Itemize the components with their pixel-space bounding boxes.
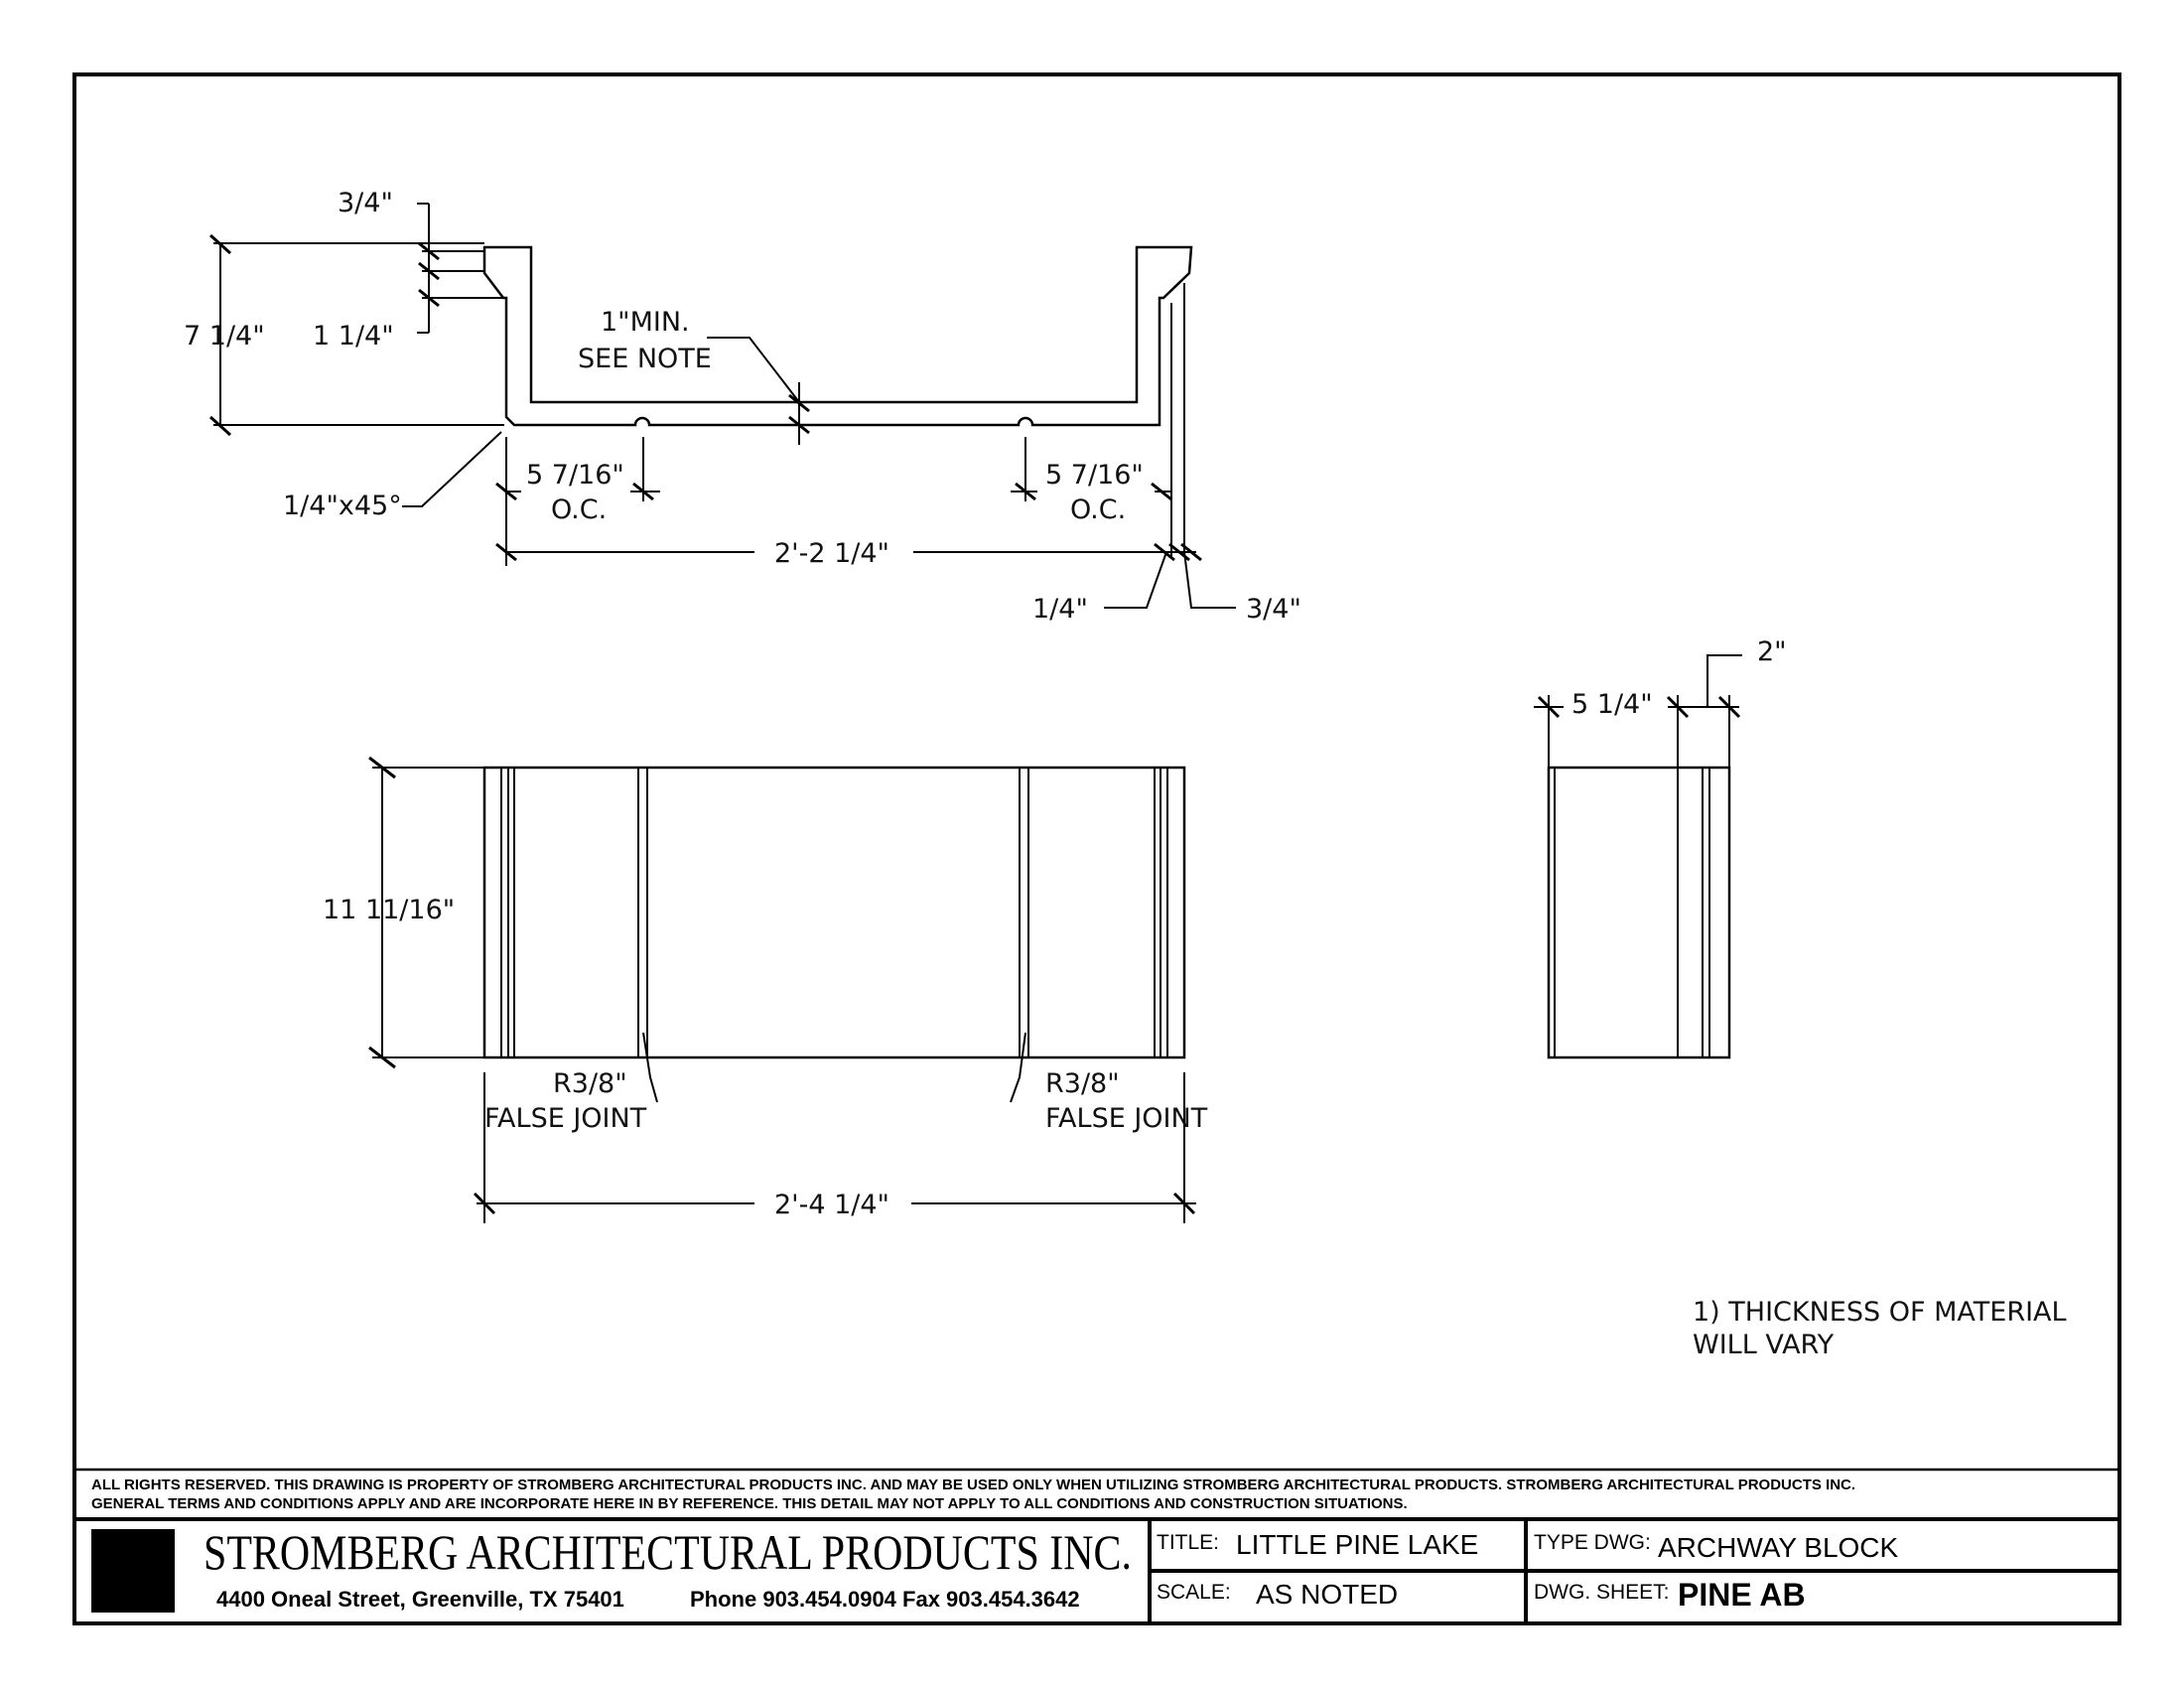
joint-right-label: FALSE JOINT — [1045, 1103, 1208, 1134]
notes: 1) THICKNESS OF MATERIAL WILL VARY — [1693, 1297, 2067, 1360]
dim-plan-length: 2'-4 1/4" — [774, 1190, 889, 1220]
note-line1: 1) THICKNESS OF MATERIAL — [1693, 1297, 2067, 1328]
plan-outline — [482, 766, 1186, 1059]
section-view: 3/4" 7 1/4" 1 1/4" 1"MIN. SEE NOTE 1/4"x… — [184, 188, 1301, 625]
dim-flange-top: 3/4" — [338, 188, 393, 218]
joint-left-label: FALSE JOINT — [484, 1103, 647, 1134]
dim-overall-width: 2'-2 1/4" — [774, 538, 889, 569]
sheet-label: DWG. SHEET: — [1534, 1581, 1670, 1604]
title-value: LITTLE PINE LAKE — [1236, 1529, 1478, 1560]
dim-plan-height: 11 11/16" — [323, 895, 455, 925]
legal-line1: ALL RIGHTS RESERVED. THIS DRAWING IS PRO… — [91, 1477, 1855, 1493]
company-name: STROMBERG ARCHITECTURAL PRODUCTS INC. — [204, 1524, 1132, 1580]
note-line2: WILL VARY — [1693, 1330, 1835, 1360]
dim-oc-left-label: O.C. — [551, 494, 607, 525]
joint-right-radius: R3/8" — [1045, 1068, 1120, 1099]
sheet-border — [72, 72, 2121, 1625]
dim-oc-right-label: O.C. — [1070, 494, 1126, 525]
scale-label: SCALE: — [1157, 1581, 1231, 1604]
end-view: 5 1/4" 2" — [1534, 636, 1787, 1059]
company-contact: Phone 903.454.0904 Fax 903.454.3642 — [690, 1587, 1080, 1612]
dim-end-depth: 5 1/4" — [1571, 689, 1653, 720]
joint-left-radius: R3/8" — [553, 1068, 627, 1099]
legal-line2: GENERAL TERMS AND CONDITIONS APPLY AND A… — [91, 1495, 1408, 1512]
company-logo-block — [91, 1529, 175, 1613]
dim-oc-right-value: 5 7/16" — [1045, 460, 1144, 491]
title-block: ALL RIGHTS RESERVED. THIS DRAWING IS PRO… — [74, 1468, 2119, 1623]
dim-small-right: 3/4" — [1246, 594, 1301, 625]
type-label: TYPE DWG: — [1534, 1531, 1651, 1554]
end-outline — [1547, 766, 1731, 1059]
dim-oc-left-value: 5 7/16" — [526, 460, 624, 491]
note-min-line1: 1"MIN. — [601, 307, 690, 338]
note-min-line2: SEE NOTE — [578, 344, 712, 374]
dim-chamfer: 1/4"x45° — [283, 491, 402, 521]
dim-flange-depth: 1 1/4" — [313, 321, 394, 352]
sheet-value: PINE AB — [1678, 1577, 1806, 1613]
type-value: ARCHWAY BLOCK — [1658, 1532, 1899, 1563]
section-profile — [482, 245, 1193, 427]
dim-overall-height: 7 1/4" — [184, 321, 265, 352]
plan-view: 11 11/16" R3/8" FALSE JOINT R3/8" FALSE … — [323, 756, 1208, 1223]
dim-end-lip: 2" — [1757, 636, 1787, 667]
title-label: TITLE: — [1157, 1531, 1219, 1554]
scale-value: AS NOTED — [1256, 1579, 1398, 1610]
dim-small-left: 1/4" — [1032, 594, 1088, 625]
company-address: 4400 Oneal Street, Greenville, TX 75401 — [216, 1587, 624, 1612]
